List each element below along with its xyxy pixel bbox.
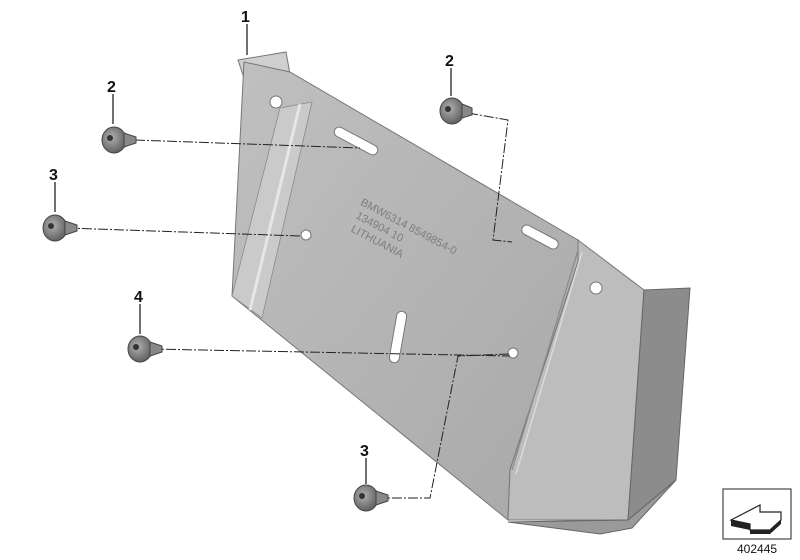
screw-2b (439, 97, 473, 125)
leader-lines (65, 112, 513, 499)
callout-3b: 3 (360, 443, 369, 460)
callout-2b: 2 (445, 53, 454, 70)
screw-3a (42, 214, 78, 242)
screw-2a (101, 126, 137, 154)
screw-4 (127, 335, 163, 363)
callout-2a: 2 (107, 79, 116, 96)
callout-1: 1 (241, 9, 250, 26)
callout-leaders (54, 24, 452, 484)
navigation-arrow-icon[interactable] (722, 488, 792, 540)
callout-3a: 3 (49, 167, 58, 184)
bracket-plate: BMW6314 8549854-0 134904 10 LITHUANIA (231, 51, 691, 535)
screw-3b (353, 484, 389, 512)
diagram-number: 402445 (737, 542, 777, 556)
callout-4: 4 (134, 289, 143, 306)
